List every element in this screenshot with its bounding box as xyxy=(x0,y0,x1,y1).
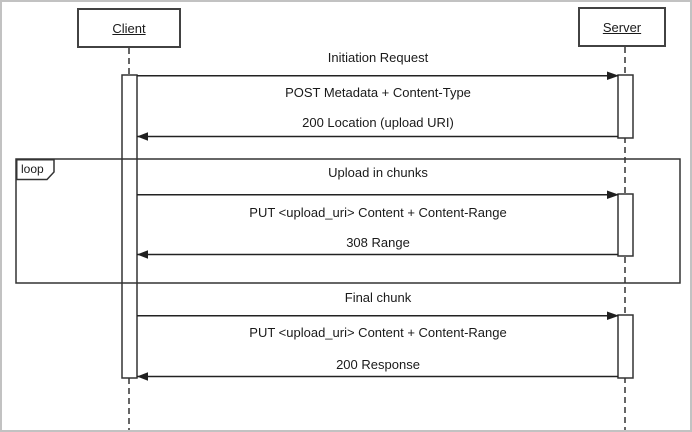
section-title-final-chunk: Final chunk xyxy=(344,290,412,305)
message-label-post-metadata: POST Metadata + Content-Type xyxy=(285,85,471,100)
message-label-200-response: 200 Response xyxy=(336,357,420,372)
message-label-200-location: 200 Location (upload URI) xyxy=(302,115,454,130)
arrowhead-right-post xyxy=(607,71,619,80)
client-activation-bar xyxy=(121,74,138,379)
section-title-upload-in-chunks: Upload in chunks xyxy=(328,165,428,180)
message-label-put-chunk: PUT <upload_uri> Content + Content-Range xyxy=(249,205,507,220)
loop-fragment-label: loop xyxy=(21,162,44,176)
message-label-308-range: 308 Range xyxy=(346,235,410,250)
loop-fragment-frame xyxy=(15,158,681,284)
arrowhead-right-put-chunk xyxy=(607,190,619,199)
arrowhead-left-200-location xyxy=(137,132,148,141)
actor-box-client: Client xyxy=(77,8,181,48)
actor-label-client: Client xyxy=(112,20,146,36)
section-title-initiation-request: Initiation Request xyxy=(327,50,429,65)
arrowhead-left-308 xyxy=(137,250,148,259)
server-activation-bar-loop xyxy=(617,193,634,257)
loop-fragment-label-pentagon xyxy=(16,159,55,181)
message-label-put-final: PUT <upload_uri> Content + Content-Range xyxy=(249,325,507,340)
server-activation-bar-initiation xyxy=(617,74,634,139)
server-activation-bar-final xyxy=(617,314,634,379)
actor-box-server: Server xyxy=(578,7,666,47)
actor-label-server: Server xyxy=(602,19,642,35)
arrowhead-left-200-response xyxy=(137,372,148,381)
arrowhead-right-put-final xyxy=(607,311,619,320)
